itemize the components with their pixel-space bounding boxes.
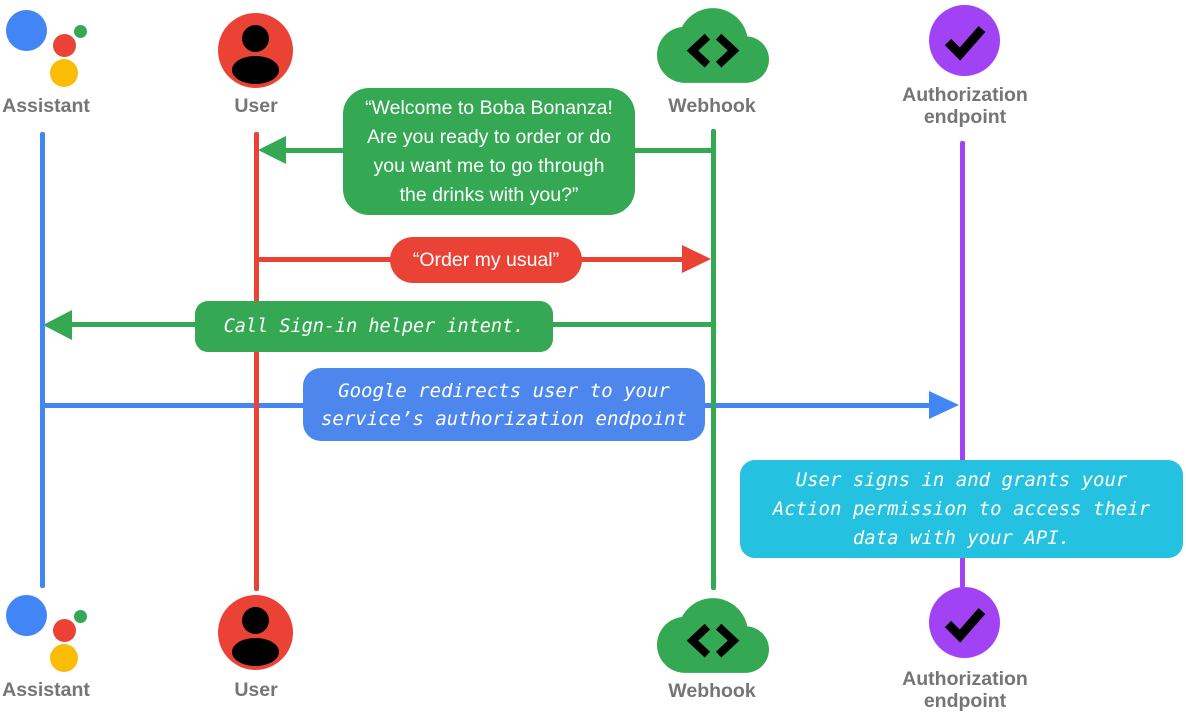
user-lifeline <box>254 132 259 591</box>
message-bubble-redirect: Google redirects user to your service’s … <box>303 368 705 441</box>
message-line: Google redirects user to your <box>338 379 670 402</box>
arrowhead-left-icon <box>258 136 286 164</box>
message-bubble-welcome: “Welcome to Boba Bonanza! Are you ready … <box>343 88 635 215</box>
message-bubble-order: “Order my usual” <box>390 237 582 283</box>
message-line: the drinks with you?” <box>399 183 579 206</box>
webhook-lifeline <box>711 129 716 590</box>
assistant-red-circle <box>53 619 76 642</box>
assistant-yellow-circle <box>50 644 78 672</box>
user-head-shape <box>242 25 269 52</box>
actor-label-assistant: Assistant <box>2 679 90 701</box>
message-line: “Welcome to Boba Bonanza! <box>365 96 613 119</box>
actor-label-webhook: Webhook <box>668 95 756 117</box>
user-head-shape <box>242 607 269 634</box>
assistant-red-circle <box>53 34 76 57</box>
message-line: service’s authorization endpoint <box>320 407 688 430</box>
user-icon <box>218 13 293 88</box>
assistant-yellow-circle <box>50 59 78 87</box>
authorization-check-icon <box>929 5 1000 81</box>
user-icon <box>218 595 293 670</box>
assistant-lifeline <box>40 132 45 588</box>
actor-label-user: User <box>234 679 278 701</box>
arrowhead-right-icon <box>682 245 711 273</box>
note-line: User signs in and grants your <box>795 468 1128 491</box>
assistant-green-dot <box>74 25 87 38</box>
actor-label-assistant: Assistant <box>2 95 90 117</box>
authorization-check-icon <box>929 587 1000 663</box>
note-user-signs-in: User signs in and grants your Action per… <box>740 460 1183 558</box>
actor-label-authorization-endpoint: Authorization endpoint <box>902 84 1028 128</box>
actor-label-line: endpoint <box>923 106 1007 128</box>
actor-label-line: endpoint <box>923 690 1007 712</box>
message-bubble-signin-helper: Call Sign-in helper intent. <box>195 301 553 352</box>
note-line: data with your API. <box>852 526 1071 549</box>
assistant-blue-circle <box>6 595 47 636</box>
assistant-blue-circle <box>6 10 47 51</box>
google-assistant-icon <box>6 10 96 95</box>
actor-label-webhook: Webhook <box>668 680 756 702</box>
arrowhead-left-icon <box>43 310 72 340</box>
message-line: Are you ready to order or do <box>367 125 611 148</box>
authorization-endpoint-lifeline <box>960 141 965 588</box>
message-line: you want me to go through <box>373 154 605 177</box>
note-line: Action permission to access their <box>772 497 1151 520</box>
webhook-cloud-icon <box>657 8 769 88</box>
assistant-green-dot <box>74 610 87 623</box>
message-line: Call Sign-in helper intent. <box>223 315 525 337</box>
actor-label-authorization-endpoint: Authorization endpoint <box>902 668 1028 712</box>
message-line: “Order my usual” <box>412 248 560 271</box>
actor-label-line: Authorization <box>902 668 1028 690</box>
arrowhead-right-icon <box>929 391 959 419</box>
actor-label-line: Authorization <box>902 84 1028 106</box>
actor-label-user: User <box>234 95 278 117</box>
google-assistant-icon <box>6 595 96 680</box>
user-body-shape <box>232 56 279 84</box>
user-body-shape <box>232 638 279 666</box>
webhook-cloud-icon <box>657 598 769 678</box>
